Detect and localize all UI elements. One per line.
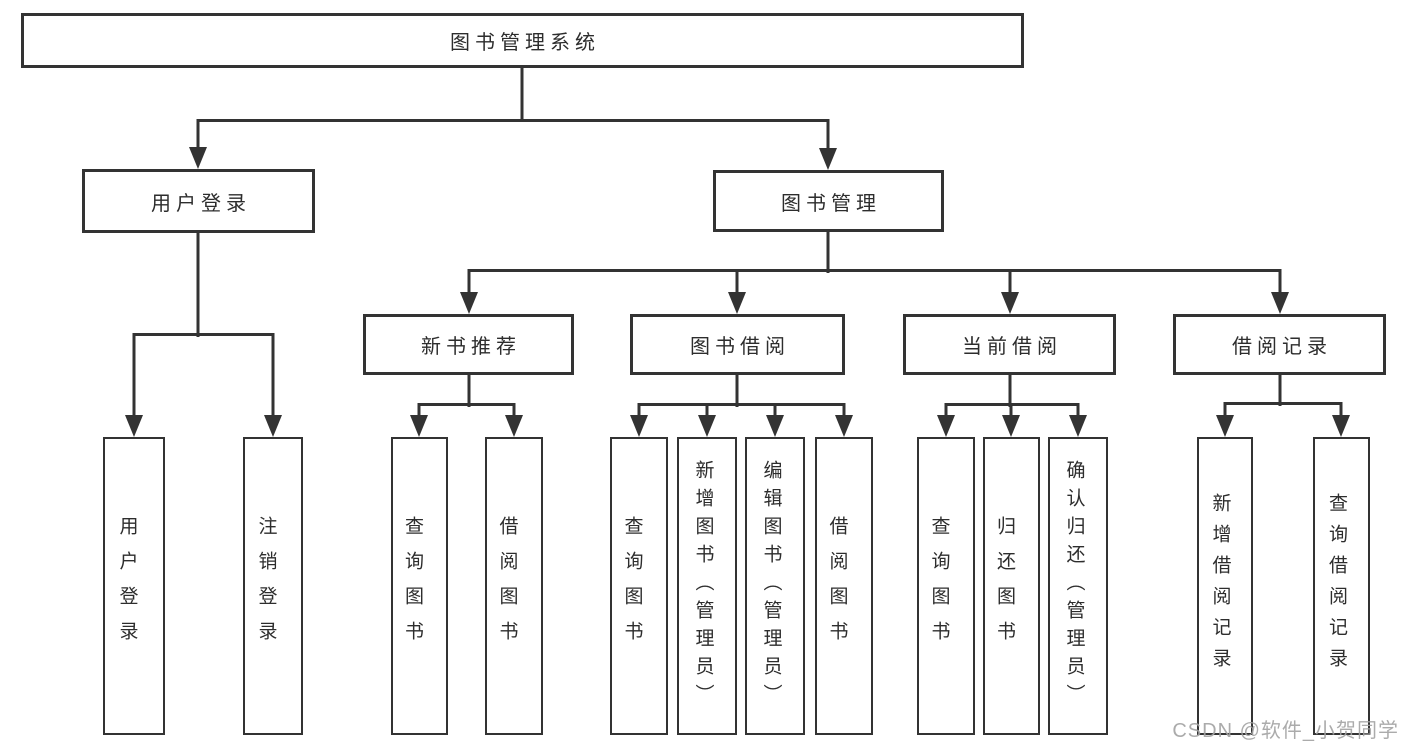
leaf-add-book-admin: 新增图书（管理员） — [677, 437, 737, 735]
arrowhead-icons — [125, 147, 1350, 437]
watermark: CSDN @软件_小贺同学 — [1172, 720, 1399, 742]
node-user-login: 用户登录 — [82, 169, 315, 233]
leaf-label: 归还图书 — [994, 516, 1015, 656]
node-label: 借阅记录 — [1232, 336, 1332, 358]
leaf-borrow-books-recommend: 借阅图书 — [485, 437, 543, 735]
leaf-query-books-borrowing: 查询图书 — [610, 437, 668, 735]
leaf-query-borrow-record: 查询借阅记录 — [1313, 437, 1370, 735]
leaf-return-book: 归还图书 — [983, 437, 1040, 735]
leaf-label: 查询图书 — [928, 516, 950, 656]
leaf-add-borrow-record: 新增借阅记录 — [1197, 437, 1253, 735]
leaf-label: 借阅图书 — [496, 516, 518, 656]
node-borrow-records: 借阅记录 — [1173, 314, 1386, 375]
leaf-label: 查询图书 — [621, 516, 643, 656]
node-root-library-system: 图书管理系统 — [21, 13, 1024, 68]
leaf-borrow-book: 借阅图书 — [815, 437, 873, 735]
node-book-management: 图书管理 — [713, 170, 944, 232]
leaf-label: 新增借阅记录 — [1209, 493, 1231, 679]
leaf-label: 借阅图书 — [826, 516, 848, 656]
leaf-query-books-recommend: 查询图书 — [391, 437, 448, 735]
node-label: 新书推荐 — [421, 336, 521, 358]
leaf-label: 注销登录 — [255, 516, 277, 656]
node-label: 当前借阅 — [962, 336, 1062, 358]
leaf-logout: 注销登录 — [243, 437, 303, 735]
leaf-label: 查询图书 — [402, 516, 423, 656]
leaf-label: 用户登录 — [116, 516, 138, 656]
node-new-book-recommend: 新书推荐 — [363, 314, 574, 375]
leaf-label: 新增图书（管理员） — [692, 460, 714, 712]
node-label: 图书管理系统 — [450, 32, 600, 54]
node-book-borrowing: 图书借阅 — [630, 314, 845, 375]
leaf-label: 确认归还（管理员） — [1063, 460, 1085, 712]
leaf-edit-book-admin: 编辑图书（管理员） — [745, 437, 805, 735]
node-label: 图书借阅 — [690, 336, 790, 358]
leaf-confirm-return-admin: 确认归还（管理员） — [1048, 437, 1108, 735]
node-current-borrowing: 当前借阅 — [903, 314, 1116, 375]
leaf-label: 查询借阅记录 — [1326, 493, 1347, 679]
leaf-query-books-current: 查询图书 — [917, 437, 975, 735]
node-label: 图书管理 — [781, 192, 881, 215]
leaf-label: 编辑图书（管理员） — [760, 460, 782, 712]
node-label: 用户登录 — [151, 192, 251, 215]
leaf-user-login: 用户登录 — [103, 437, 165, 735]
